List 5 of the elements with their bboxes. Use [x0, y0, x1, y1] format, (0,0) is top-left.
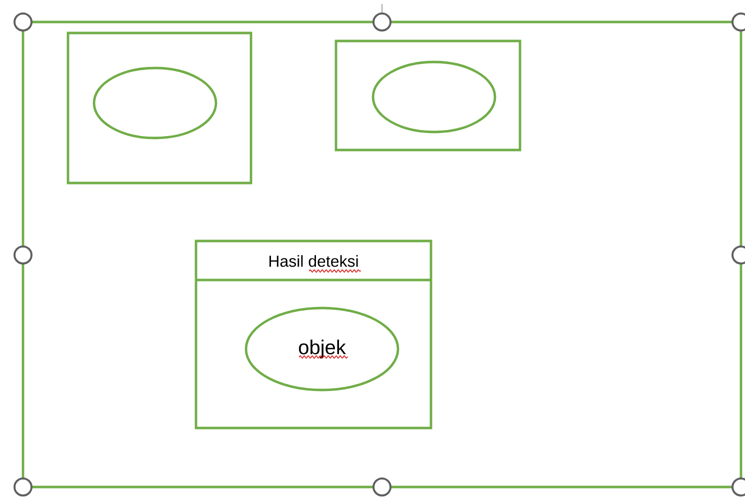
ellipse — [92, 66, 218, 140]
frame-box — [66, 32, 252, 184]
ellipse — [372, 60, 496, 134]
frame-box — [334, 40, 522, 152]
drawing-canvas-frame — [22, 20, 742, 488]
